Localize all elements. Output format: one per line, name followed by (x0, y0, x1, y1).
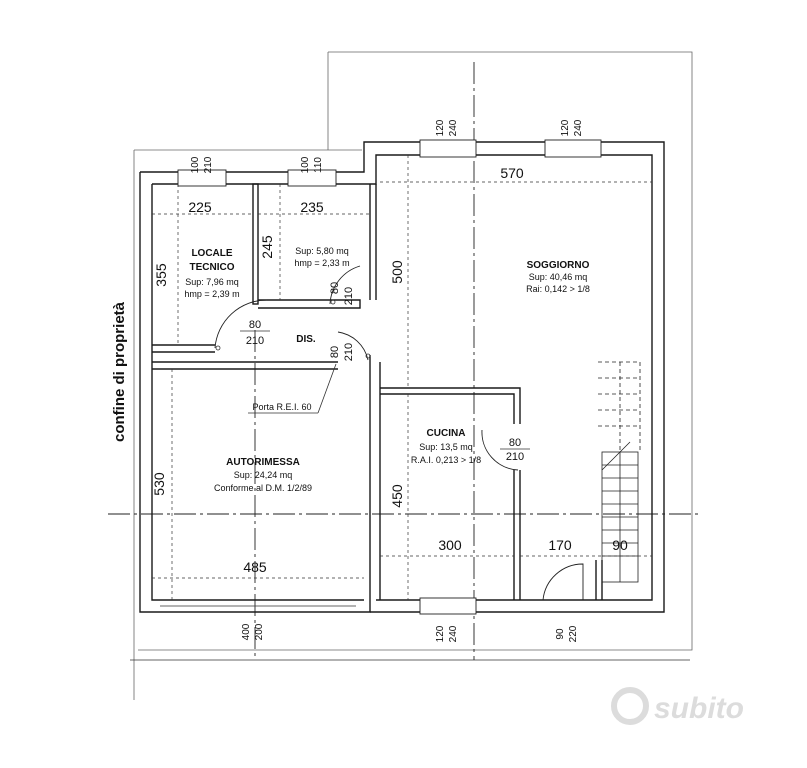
door-cucina (481, 429, 519, 471)
dim-485: 485 (243, 559, 267, 575)
room-area: Sup: 5,80 mq (295, 246, 349, 256)
room-area: Sup: 7,96 mq (185, 277, 239, 287)
dim-570: 570 (500, 165, 524, 181)
dim-450: 450 (389, 484, 405, 508)
dim-235: 235 (300, 199, 324, 215)
doors (214, 265, 584, 601)
window-label: 210 (203, 156, 214, 173)
dim-530: 530 (151, 472, 167, 496)
window-label: 120 (560, 119, 571, 136)
dim-300: 300 (438, 537, 462, 553)
door-locale-tecnico (214, 299, 268, 349)
dim-355: 355 (153, 263, 169, 287)
door-label: 80 (509, 437, 521, 449)
room-area: Sup: 24,24 mq (234, 470, 293, 480)
outer-walls (139, 141, 665, 613)
window-cucina (419, 597, 477, 615)
window-label: 120 (435, 119, 446, 136)
room-area: Sup: 13,5 mq (419, 442, 473, 452)
watermark-text: subito (654, 692, 744, 725)
windows (160, 139, 602, 615)
interior-walls (152, 183, 603, 600)
entrance-door-label: 90 (555, 628, 566, 640)
room-name: LOCALE (191, 248, 232, 259)
room-ratio: R.A.I. 0,213 > 1/8 (411, 455, 481, 465)
window-soggiorno-1 (419, 139, 477, 158)
room-name: DIS. (296, 334, 316, 345)
door-entrance (542, 563, 584, 601)
dimension-labels: 225 235 570 355 245 500 530 450 485 300 … (151, 165, 628, 575)
window-label: 100 (190, 156, 201, 173)
door-garage (337, 331, 369, 361)
watermark: subito (611, 687, 744, 725)
window-label: 120 (435, 625, 446, 642)
door-label: 80 (329, 282, 341, 294)
entrance-door-label: 220 (568, 625, 579, 642)
room-labels: LOCALE TECNICO Sup: 7,96 mq hmp = 2,39 m… (184, 246, 590, 493)
window-locale-tecnico (177, 169, 227, 187)
garage-door-label: 200 (254, 623, 265, 640)
window-soggiorno-2 (544, 139, 602, 158)
door-label: 210 (246, 335, 264, 347)
room-note: Conforme al D.M. 1/2/89 (214, 483, 312, 493)
room-height: hmp = 2,39 m (184, 289, 239, 299)
room-name: SOGGIORNO (527, 260, 590, 271)
dim-500: 500 (389, 260, 405, 284)
room-ratio: Rai: 0,142 > 1/8 (526, 284, 590, 294)
door-label: 80 (249, 319, 261, 331)
garage-door-label: 400 (241, 623, 252, 640)
door-type-label: Porta R.E.I. 60 (252, 402, 311, 412)
door-label: 80 (329, 346, 341, 358)
room-name: CUCINA (427, 428, 466, 439)
door-label: 210 (343, 287, 355, 305)
door-label: 210 (506, 451, 524, 463)
room-name: TECNICO (190, 262, 235, 273)
door-vano (329, 265, 361, 305)
dimension-lines (152, 155, 652, 600)
window-label: 240 (448, 119, 459, 136)
window-label: 240 (448, 625, 459, 642)
room-name: AUTORIMESSA (226, 457, 300, 468)
property-boundary-label: confine di proprietà (111, 301, 128, 442)
property-boundary (138, 51, 693, 651)
window-label: 100 (300, 156, 311, 173)
door-label: 210 (343, 343, 355, 361)
watermark-logo-icon (611, 687, 649, 725)
window-vano (287, 169, 337, 187)
window-label: 110 (313, 157, 324, 173)
dim-225: 225 (188, 199, 212, 215)
dim-90: 90 (612, 537, 628, 553)
window-label: 240 (573, 119, 584, 136)
room-height: hmp = 2,33 m (294, 258, 349, 268)
dim-170: 170 (548, 537, 572, 553)
dim-245: 245 (259, 235, 275, 259)
opening-labels: 100 210 100 110 120 240 120 240 120 240 … (190, 119, 584, 642)
room-area: Sup: 40,46 mq (529, 272, 588, 282)
